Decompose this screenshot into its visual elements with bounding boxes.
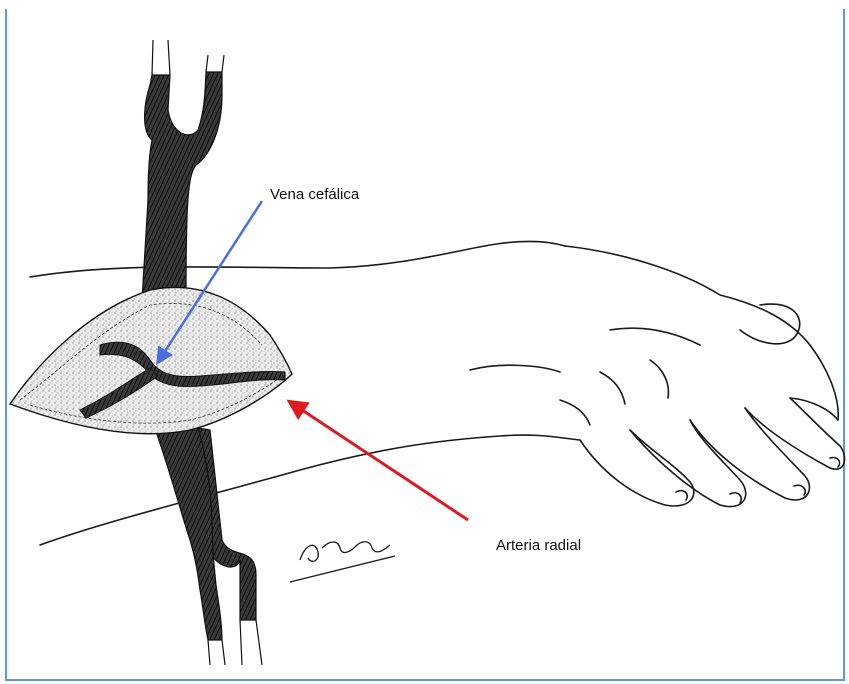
top-strip: [0, 0, 849, 9]
artery-label: Arteria radial: [496, 537, 581, 554]
vein-label: Vena cefálica: [270, 186, 359, 203]
